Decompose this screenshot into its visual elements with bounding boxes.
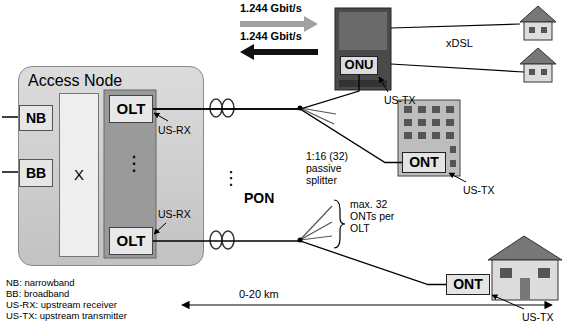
fiber-link <box>153 75 359 109</box>
abbreviation-key: US-TX: upstream transmitter <box>6 311 127 322</box>
leader-line <box>154 223 166 234</box>
distance-arrow <box>182 304 552 305</box>
house-window <box>529 27 535 33</box>
leader-line <box>379 77 388 92</box>
building-window <box>432 106 440 113</box>
fiber-coil <box>210 99 222 117</box>
abbreviation-key: BB: broadband <box>6 289 69 300</box>
ellipsis-mark: ⋮ <box>124 152 144 175</box>
transmitter-label: US-TX <box>522 311 554 323</box>
building-window <box>450 160 456 167</box>
olt-box: OLT <box>109 95 153 123</box>
building-window <box>418 106 426 113</box>
node-text: OLT <box>117 100 146 117</box>
splitter-branch <box>300 108 334 124</box>
rate-label: 1.244 Gbit/s <box>240 30 302 43</box>
building-window <box>446 132 454 139</box>
capacity-note: max. 32 ONTs per OLT <box>350 198 408 234</box>
node-text: ONU <box>345 58 374 73</box>
splitter-branch <box>300 222 332 240</box>
fiber-link <box>153 241 446 285</box>
downstream-arrow <box>240 16 318 32</box>
office-building <box>398 100 460 176</box>
olt-panel <box>104 90 156 258</box>
xdsl-wire <box>391 64 524 72</box>
house-window <box>529 69 535 75</box>
house-body <box>524 22 552 40</box>
building-window <box>404 106 412 113</box>
building-window <box>432 132 440 139</box>
fiber-coil <box>210 231 222 249</box>
cabinet-base <box>339 80 387 87</box>
building-window <box>446 106 454 113</box>
fiber-coil <box>222 231 234 249</box>
building-window <box>418 119 426 126</box>
house-window <box>500 268 512 278</box>
transmitter-label: US-TX <box>463 184 495 196</box>
house-body <box>524 64 552 82</box>
house-roof <box>520 48 556 64</box>
building-window <box>404 119 412 126</box>
building-window <box>450 146 456 153</box>
cabinet-panel <box>339 12 387 50</box>
fiber-link <box>153 109 402 163</box>
xdsl-wire <box>391 24 520 28</box>
node-text: NB <box>26 110 46 126</box>
xdsl-label: xDSL <box>446 37 473 50</box>
leader-line <box>449 173 466 182</box>
transmitter-label: US-TX <box>384 94 416 106</box>
node-text: X <box>74 166 84 183</box>
switch-box: X <box>59 93 99 257</box>
rate-label: 1.244 Gbit/s <box>240 2 302 15</box>
building-window <box>432 119 440 126</box>
bb-line <box>2 171 18 173</box>
interface-box: NB <box>19 105 53 131</box>
splitter-branch <box>300 206 332 240</box>
interface-box: BB <box>19 159 53 187</box>
house-roof <box>520 6 556 22</box>
fiber-coil <box>222 99 234 117</box>
receiver-label: US-RX <box>158 208 191 220</box>
ont-box: ONT <box>446 274 490 295</box>
pon-label: PON <box>244 190 274 206</box>
upstream-arrow <box>240 44 318 60</box>
node-text: OLT <box>117 232 146 249</box>
abbreviation-key: US-RX: upstream receiver <box>6 300 117 311</box>
house-window <box>538 268 550 278</box>
splitter-branch <box>300 236 332 240</box>
olt-box: OLT <box>109 227 153 255</box>
house-door <box>520 278 530 300</box>
splitter-label: 1:16 (32) passive splitter <box>306 150 368 186</box>
leader-line <box>154 113 168 121</box>
brace <box>334 200 345 248</box>
building-window <box>446 119 454 126</box>
house-window <box>541 69 547 75</box>
node-text: Access Node <box>28 72 122 90</box>
onu-box: ONU <box>340 56 378 75</box>
house-roof <box>488 236 562 260</box>
ont-box: ONT <box>402 152 446 173</box>
leader-line <box>492 295 524 309</box>
building-window <box>404 132 412 139</box>
house-body <box>492 260 558 300</box>
node-text: BB <box>26 165 46 181</box>
house-window <box>541 27 547 33</box>
receiver-label: US-RX <box>158 124 191 136</box>
ellipsis-mark: ⋮ <box>222 168 240 189</box>
nb-line <box>2 116 18 118</box>
building-window <box>418 132 426 139</box>
node-text: ONT <box>409 154 439 170</box>
node-text: ONT <box>453 276 483 292</box>
abbreviation-key: NB: narrowband <box>6 278 75 289</box>
street-cabinet <box>335 8 391 90</box>
distance-label: 0-20 km <box>236 288 282 301</box>
